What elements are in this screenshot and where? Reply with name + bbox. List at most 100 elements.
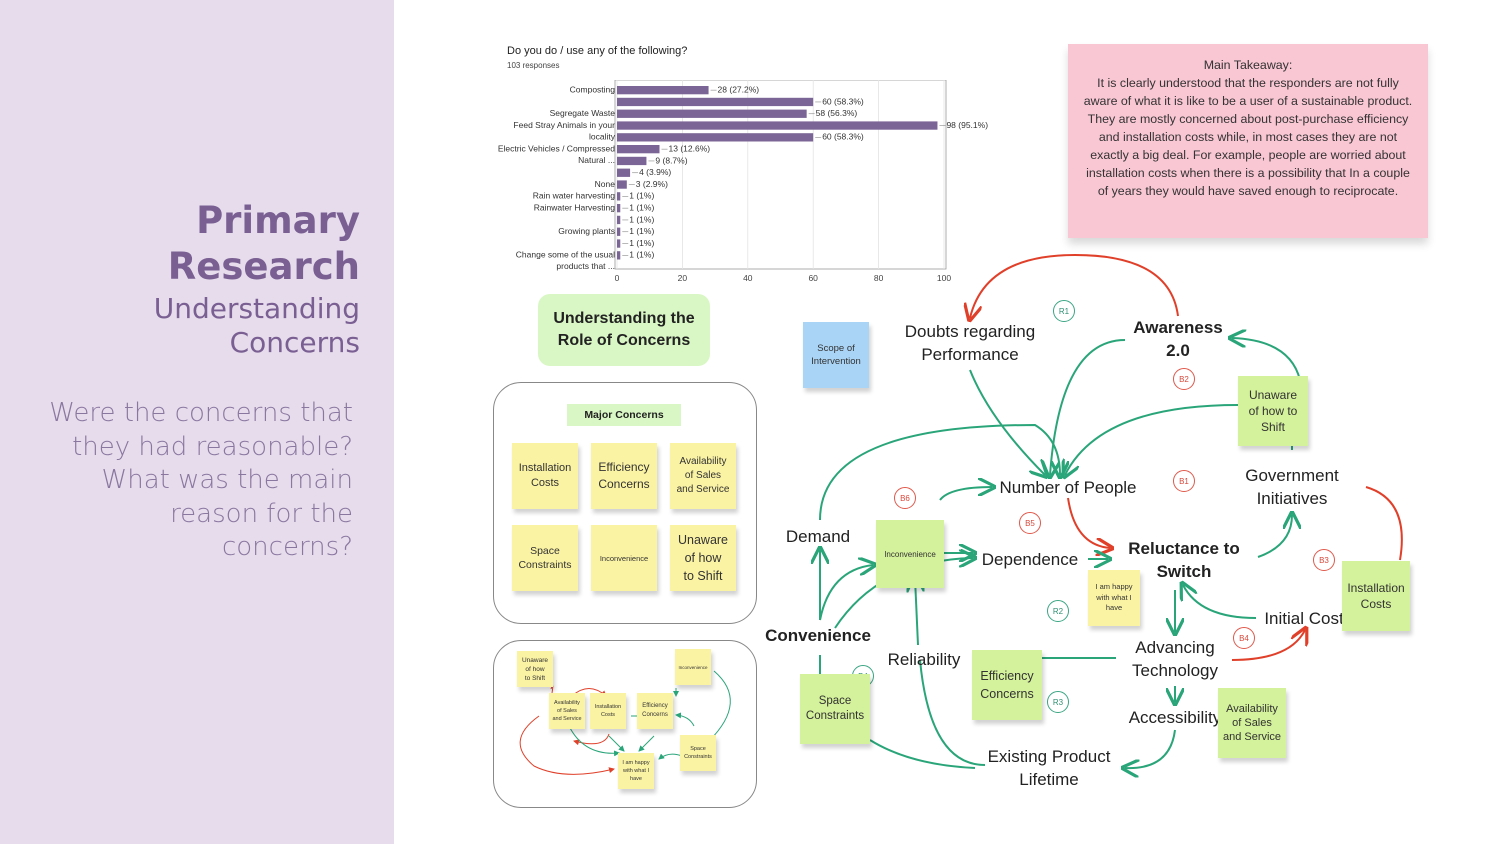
chart-data-label: 9 (8.7%) xyxy=(655,155,687,165)
number-of-people-node: Number of People xyxy=(999,478,1137,497)
chart-data-label: 60 (58.3%) xyxy=(822,96,864,106)
chart-bar xyxy=(617,156,647,166)
chart-category-label: Natural ... xyxy=(578,155,615,165)
chart-tick-label: 0 xyxy=(615,273,620,283)
loop-marker-b4: B4 xyxy=(1233,627,1255,649)
chart-bar xyxy=(617,168,631,177)
chart-tick-label: 80 xyxy=(874,273,884,283)
chart-category-label: Feed Stray Animals in your xyxy=(513,120,615,130)
chart-data-label: 13 (12.6%) xyxy=(669,144,711,154)
role-of-concerns-heading: Understanding the Role of Concerns xyxy=(538,294,710,366)
chart-bar xyxy=(617,251,621,260)
chart-bar xyxy=(617,97,814,107)
chart-category-label: Change some of the usual xyxy=(516,250,615,260)
chart-plot-frame xyxy=(614,80,947,270)
chart-bar xyxy=(617,121,938,130)
initial-cost-node: Initial Cost xyxy=(1264,609,1344,628)
subtitle-line-2: Concerns xyxy=(229,326,360,359)
loop-marker-r3: R3 xyxy=(1047,691,1069,713)
loop-marker-b5: B5 xyxy=(1019,512,1041,534)
chart-category-label: locality xyxy=(589,131,616,141)
chart-data-label: 1 (1%) xyxy=(629,238,654,248)
reliability-node: Reliability xyxy=(887,650,961,669)
question-line: they had reasonable? xyxy=(72,431,353,462)
chart-category-label: Composting xyxy=(570,85,616,95)
chart-data-label: 3 (2.9%) xyxy=(636,179,668,189)
chart-tick-label: 60 xyxy=(808,273,818,283)
loop-marker-b1: B1 xyxy=(1173,470,1195,492)
pill-line-1: Understanding the xyxy=(553,310,695,327)
question-line: What was the main xyxy=(101,465,353,495)
pill-line-2: Role of Concerns xyxy=(557,332,691,349)
loop-marker-r2: R2 xyxy=(1047,600,1069,622)
subtitle-line-1: Understanding xyxy=(153,292,360,325)
chart-category-label: Segregate Waste xyxy=(550,108,616,118)
chart-category-label: Growing plants xyxy=(558,226,615,236)
chart-bar xyxy=(617,133,814,142)
question-line: concerns? xyxy=(221,532,353,562)
inconvenience-note: Inconvenience xyxy=(591,525,657,591)
loop-marker-b2: B2 xyxy=(1173,368,1195,390)
chart-data-label: 28 (27.2%) xyxy=(718,85,760,95)
takeaway-body: It is clearly understood that the respon… xyxy=(1083,76,1413,198)
chart-data-label: 58 (56.3%) xyxy=(816,108,858,118)
chart-category-label: Rainwater Harvesting xyxy=(534,203,616,213)
chart-category-label: products that ... xyxy=(556,261,615,271)
question-line: reason for the xyxy=(170,498,353,529)
chart-bar xyxy=(617,180,627,189)
chart-bar xyxy=(617,239,621,248)
chart-bar xyxy=(617,109,807,118)
inconvenience-green-note: Inconvenience xyxy=(876,520,944,588)
chart-tick-label: 20 xyxy=(678,273,688,283)
survey-question: Do you do / use any of the following? xyxy=(507,45,688,57)
sidebar-panel xyxy=(0,0,394,844)
main-takeaway-note: Main Takeaway: It is clearly understood … xyxy=(1068,44,1428,238)
chart-data-label: 60 (58.3%) xyxy=(822,132,864,142)
survey-responses: 103 responses xyxy=(507,61,560,70)
accessibility-node: Accessibility xyxy=(1128,708,1222,727)
chart-bar xyxy=(617,145,660,154)
loop-marker-b3: B3 xyxy=(1313,549,1335,571)
convenience-node: Convenience xyxy=(765,626,871,645)
section-subtitle: Understanding Concerns xyxy=(20,292,360,360)
loop-marker-b6: B6 xyxy=(894,487,916,509)
major-concerns-header: Major Concerns xyxy=(567,404,681,426)
chart-data-label: 1 (1%) xyxy=(629,226,654,236)
chart-bar xyxy=(617,86,709,95)
loop-marker-r1: R1 xyxy=(1053,300,1075,322)
title-line-1: Primary xyxy=(196,199,360,242)
chart-bar xyxy=(617,215,621,225)
chart-data-label: 1 (1%) xyxy=(629,214,654,224)
chart-data-label: 1 (1%) xyxy=(629,250,654,260)
takeaway-title: Main Takeaway: xyxy=(1203,58,1293,72)
mini-inconvenience-note: Inconvenience xyxy=(675,649,711,685)
chart-category-label: None xyxy=(595,179,616,189)
chart-data-label: 1 (1%) xyxy=(629,203,654,213)
chart-bar xyxy=(617,227,621,236)
chart-tick-label: 40 xyxy=(743,273,753,283)
chart-data-label: 4 (3.9%) xyxy=(639,167,671,177)
